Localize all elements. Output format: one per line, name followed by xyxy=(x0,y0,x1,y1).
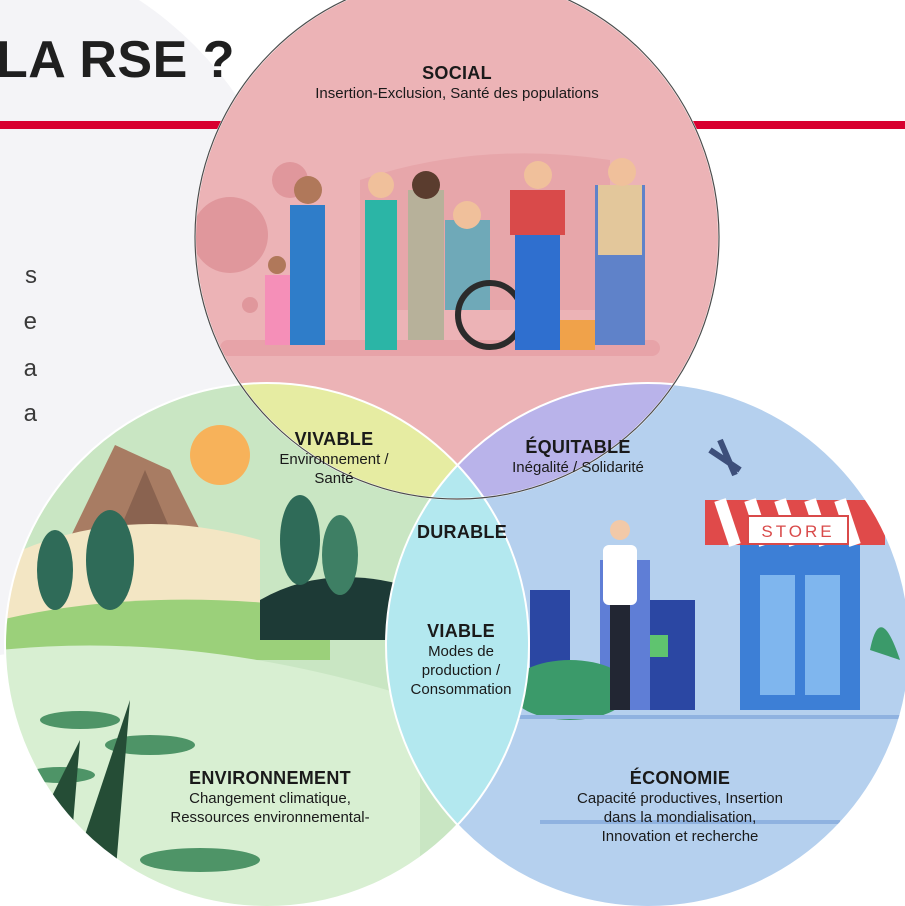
viable-desc-line: Consommation xyxy=(410,681,512,698)
vivable-desc-line: Environnement / xyxy=(279,451,389,468)
vivable-title: VIVABLE xyxy=(294,429,374,449)
environnement-desc-line: Changement climatique, xyxy=(189,790,351,807)
equitable-desc: Inégalité / Solidarité xyxy=(512,459,644,476)
people-group xyxy=(265,158,645,350)
environnement-desc-line: Ressources environnemental- xyxy=(170,809,370,826)
viable-title: VIABLE xyxy=(427,621,495,641)
environment-illustration xyxy=(5,425,420,906)
viable-label: VIABLE Modes de production / Consommatio… xyxy=(390,621,532,699)
equitable-label: ÉQUITABLE Inégalité / Solidarité xyxy=(488,437,668,477)
vivable-label: VIVABLE Environnement / Santé xyxy=(249,429,419,488)
economy-illustration: STORE xyxy=(500,438,905,824)
environnement-label: ENVIRONNEMENT Changement climatique, Res… xyxy=(120,768,420,827)
store-sign-text: STORE xyxy=(761,522,834,541)
vivable-desc-line: Santé xyxy=(314,470,354,487)
economie-desc-line: dans la mondialisation, xyxy=(603,809,757,826)
durable-title: DURABLE xyxy=(416,522,508,542)
durable-label: DURABLE xyxy=(397,522,527,543)
economie-desc-line: Capacité productives, Insertion xyxy=(577,790,783,807)
social-title: SOCIAL xyxy=(422,63,492,83)
clipped-text-line: e xyxy=(23,308,37,335)
environnement-title: ENVIRONNEMENT xyxy=(189,768,351,788)
clipped-text-line: a xyxy=(23,400,37,427)
clipped-text-line: s xyxy=(25,262,37,289)
social-label: SOCIAL Insertion-Exclusion, Santé des po… xyxy=(277,63,637,103)
viable-desc-line: production / xyxy=(421,662,501,679)
social-description: Insertion-Exclusion, Santé des populatio… xyxy=(315,85,599,102)
clipped-text-line: a xyxy=(23,355,37,382)
equitable-title: ÉQUITABLE xyxy=(525,437,631,457)
social-illustration xyxy=(195,153,660,356)
page-title: LA RSE ? xyxy=(0,31,235,89)
economie-desc-line: Innovation et recherche xyxy=(601,828,759,845)
economie-label: ÉCONOMIE Capacité productives, Insertion… xyxy=(530,768,830,846)
economie-title: ÉCONOMIE xyxy=(629,768,731,788)
viable-desc-line: Modes de xyxy=(428,643,494,660)
